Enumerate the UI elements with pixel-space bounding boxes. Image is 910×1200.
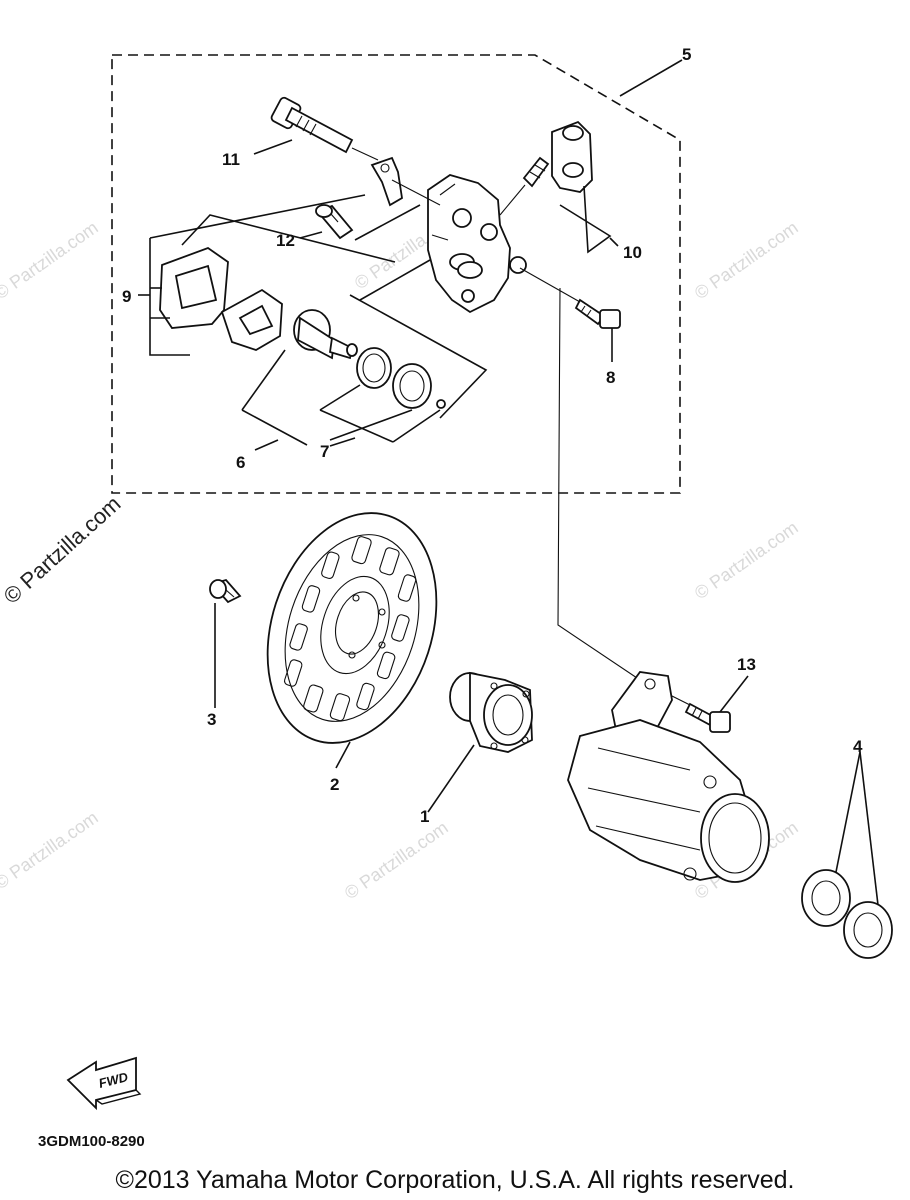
callout-10: 10 <box>623 243 642 262</box>
watermark-text: © Partzilla.com <box>341 817 452 903</box>
diagram-code: 3GDM100-8290 <box>38 1133 145 1150</box>
fwd-label: FWD <box>97 1069 130 1091</box>
piston-seal-kit <box>356 347 446 409</box>
callout-labels: 1 2 3 4 5 6 7 8 9 10 11 12 13 <box>122 45 863 826</box>
brake-disc <box>266 512 438 744</box>
parts-diagram: © Partzilla.com © Partzilla.com © Partzi… <box>0 45 893 1111</box>
brake-pad-set <box>159 246 283 351</box>
callout-3: 3 <box>207 710 216 729</box>
watermark-text: © Partzilla.com <box>691 517 802 603</box>
bleed-screw <box>315 204 354 240</box>
callout-7: 7 <box>320 442 329 461</box>
bracket-bolt <box>684 702 731 733</box>
caliper-pin-bolt <box>270 96 354 154</box>
copyright-notice: ©2013 Yamaha Motor Corporation, U.S.A. A… <box>115 1166 795 1194</box>
pad-retainer-clip <box>370 156 403 207</box>
caliper-bracket <box>567 671 770 883</box>
brake-hose-union <box>522 120 593 193</box>
caliper-body <box>427 174 527 314</box>
caliper-bolt <box>574 298 621 329</box>
forward-arrow-icon: FWD <box>66 1056 142 1111</box>
callout-12: 12 <box>276 231 295 250</box>
group-lines <box>149 194 488 446</box>
callout-6: 6 <box>236 453 245 472</box>
callout-5: 5 <box>682 45 691 64</box>
callout-1: 1 <box>420 807 429 826</box>
callout-2: 2 <box>330 775 339 794</box>
callout-4: 4 <box>853 737 863 756</box>
callout-8: 8 <box>606 368 615 387</box>
watermark-text: © Partzilla.com <box>691 217 802 303</box>
caliper-assembly-boundary <box>111 54 681 494</box>
watermark-text: © Partzilla.com <box>0 807 102 893</box>
leader-lines <box>138 59 879 906</box>
watermark-text: © Partzilla.com <box>0 217 102 303</box>
axle-nuts <box>801 869 893 959</box>
callout-11: 11 <box>222 150 240 169</box>
caliper-piston <box>293 309 358 360</box>
callout-13: 13 <box>737 655 756 674</box>
brake-disc-hub <box>449 671 533 753</box>
callout-9: 9 <box>122 287 131 306</box>
disc-bolt <box>209 578 242 604</box>
watermark-text-large: © Partzilla.com <box>0 491 126 609</box>
